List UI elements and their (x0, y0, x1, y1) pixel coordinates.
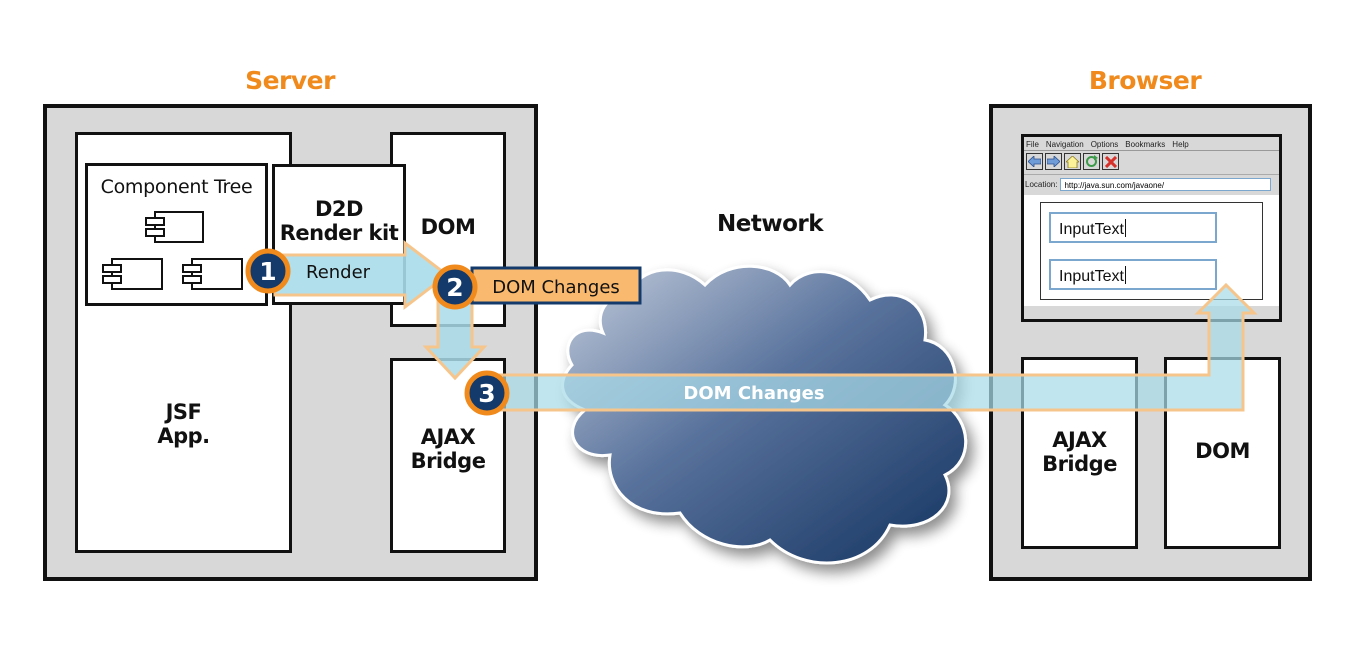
input-text-field-1[interactable]: InputText (1049, 212, 1217, 243)
menu-help[interactable]: Help (1172, 139, 1189, 149)
menu-bookmarks[interactable]: Bookmarks (1125, 139, 1166, 149)
refresh-icon[interactable] (1083, 153, 1100, 170)
input-text-field-2[interactable]: InputText (1049, 259, 1217, 290)
forward-arrow-icon[interactable] (1045, 153, 1062, 170)
text-caret (1124, 219, 1126, 237)
jsf-app-label: JSF App. (78, 400, 289, 448)
menu-options[interactable]: Options (1090, 139, 1119, 149)
browser-toolbar (1026, 153, 1121, 170)
network-title: Network (716, 211, 824, 237)
server-ajax-label-line1: AJAX (420, 425, 476, 449)
server-ajax-bridge-box: AJAX Bridge (390, 358, 506, 553)
menu-divider (1024, 150, 1279, 151)
component-tree-box: Component Tree (85, 163, 268, 306)
browser-ajax-label-line2: Bridge (1042, 452, 1117, 476)
browser-dom-label: DOM (1195, 439, 1250, 463)
component-tree-label: Component Tree (100, 176, 253, 198)
menu-navigation[interactable]: Navigation (1045, 139, 1084, 149)
browser-ajax-label-line1: AJAX (1052, 428, 1107, 452)
back-arrow-icon[interactable] (1026, 153, 1043, 170)
browser-dom-box: DOM (1164, 357, 1281, 549)
location-bar: Location: http://java.sun.com/javaone/ (1025, 178, 1272, 191)
jsf-app-label-line1: JSF (165, 400, 202, 424)
network-dom-changes-label: DOM Changes (683, 383, 824, 404)
network-cloud (561, 264, 968, 565)
location-input[interactable]: http://java.sun.com/javaone/ (1060, 178, 1272, 191)
browser-ajax-bridge-box: AJAX Bridge (1021, 357, 1138, 549)
render-kit-label: D2D Render kit (275, 197, 403, 245)
browser-title: Browser (1088, 66, 1202, 95)
render-kit-box: D2D Render kit (272, 164, 406, 305)
server-title: Server (245, 66, 335, 95)
toolbar-divider (1024, 174, 1279, 175)
jsf-app-label-line2: App. (157, 424, 210, 448)
render-kit-label-line2: Render kit (279, 221, 399, 245)
server-dom-label: DOM (420, 215, 476, 239)
browser-content: InputText InputText (1024, 195, 1279, 306)
form-panel: InputText InputText (1040, 202, 1263, 300)
server-ajax-label-line2: Bridge (410, 449, 486, 473)
browser-menu-bar: File Navigation Options Bookmarks Help (1026, 138, 1196, 150)
browser-window: File Navigation Options Bookmarks Help L… (1021, 134, 1282, 322)
stop-icon[interactable] (1102, 153, 1119, 170)
home-icon[interactable] (1064, 153, 1081, 170)
menu-file[interactable]: File (1026, 139, 1039, 149)
text-caret (1124, 266, 1126, 284)
location-label: Location: (1025, 180, 1058, 189)
browser-ajax-bridge-label: AJAX Bridge (1024, 428, 1135, 476)
server-ajax-bridge-label: AJAX Bridge (393, 425, 503, 473)
server-dom-box: DOM (390, 132, 506, 327)
render-kit-label-line1: D2D (315, 197, 363, 221)
